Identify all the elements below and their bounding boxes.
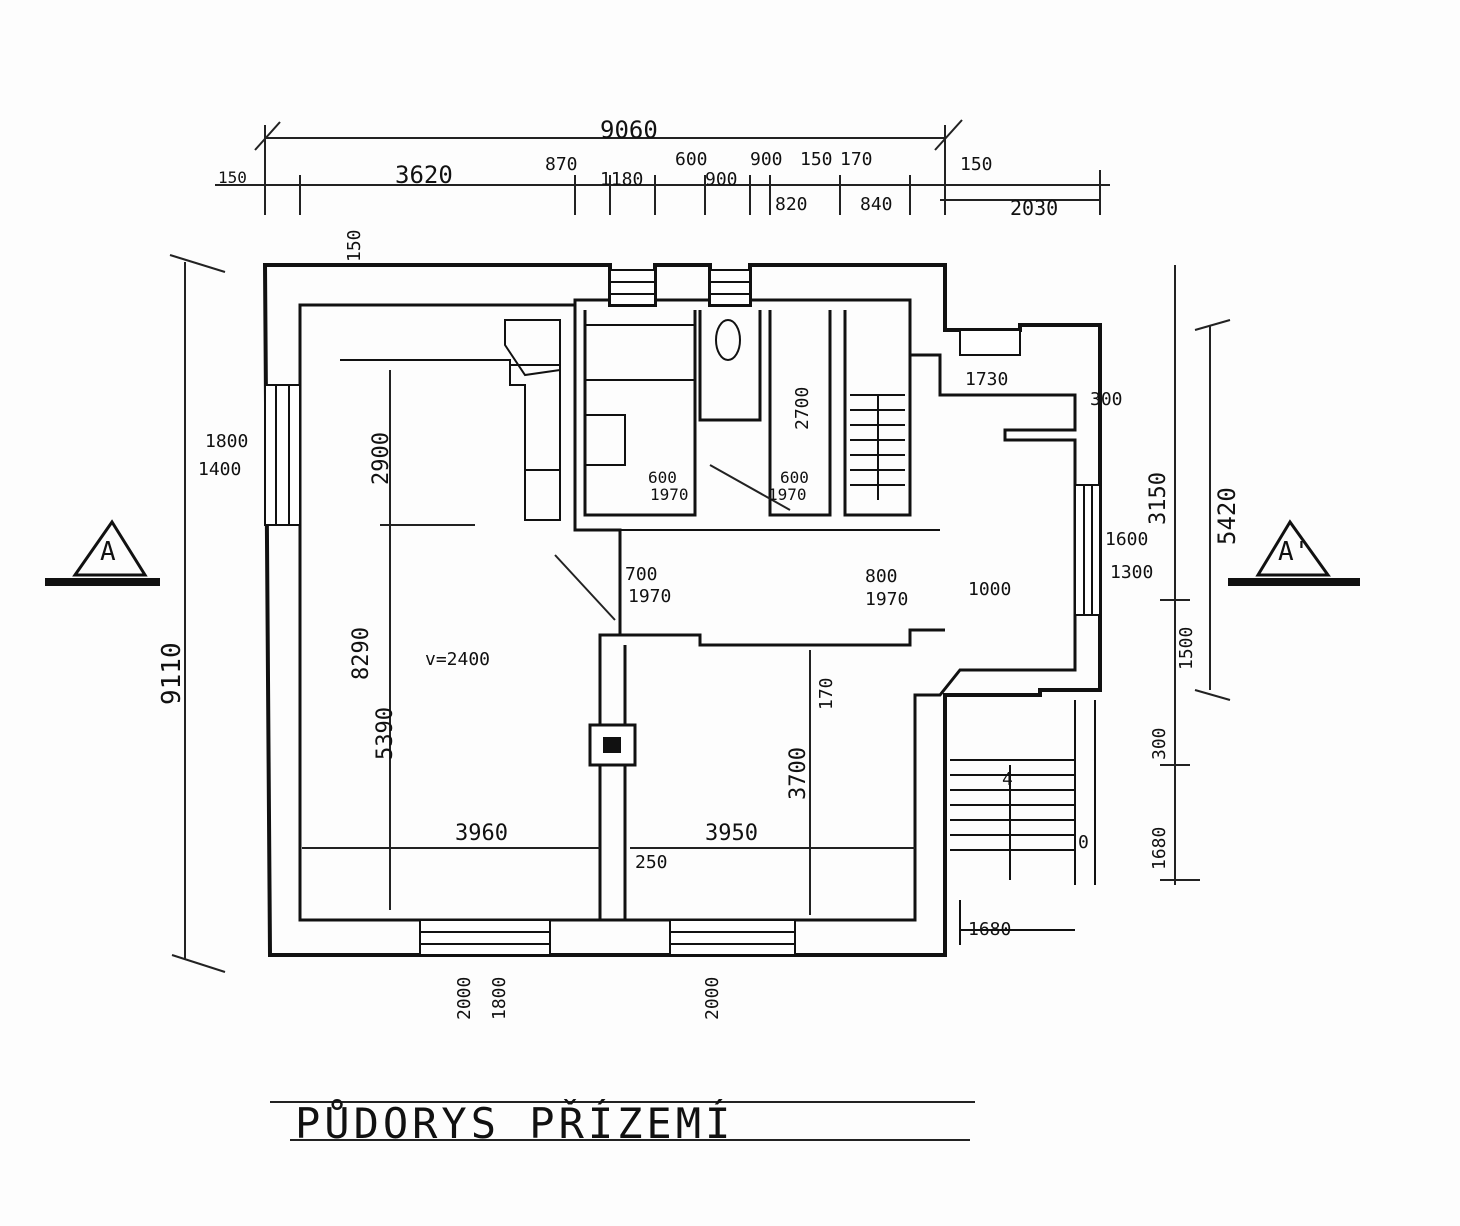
floor-level-label: v=2400 xyxy=(425,649,490,670)
dim-top-8: 170 xyxy=(840,149,873,170)
dim-top-4: 900 xyxy=(705,169,738,190)
bottom-window-0: 2000 xyxy=(454,977,475,1020)
kitchen-counter xyxy=(340,319,561,521)
section-mark-left-label: A xyxy=(100,537,116,567)
entry-dim-0: 1730 xyxy=(965,369,1008,390)
room-right-dim-0: 3950 xyxy=(705,821,758,846)
wc-dim-0: 600 xyxy=(780,468,809,487)
left-dim-0: 1800 xyxy=(205,431,248,452)
exterior-walls xyxy=(262,263,1102,957)
living-dim-2: 5390 xyxy=(373,707,398,760)
right-dim-6: 1680 xyxy=(1149,827,1170,870)
right-bottom-dim: 1680 xyxy=(968,919,1011,940)
right-dimension-lines xyxy=(1160,265,1231,885)
bottom-window-2: 2000 xyxy=(702,977,723,1020)
room-right-dim-1: 3700 xyxy=(786,747,811,800)
dim-top-0: 150 xyxy=(218,168,247,187)
right-dim-2: 1600 xyxy=(1105,529,1148,550)
section-marker-left xyxy=(45,519,160,586)
drawing-title: PŮDORYS PŘÍZEMÍ xyxy=(295,1098,734,1148)
right-dim-3: 1300 xyxy=(1110,562,1153,583)
dim-top-2: 870 xyxy=(545,154,578,175)
bottom-window-1: 1800 xyxy=(489,977,510,1020)
overall-height-label: 9110 xyxy=(157,642,187,705)
entry-dim-1: 300 xyxy=(1090,389,1123,410)
corridor-dim-2: 800 xyxy=(865,566,898,587)
section-mark-right-label: A' xyxy=(1278,537,1309,567)
bathroom-fixtures xyxy=(584,319,741,466)
dim-top-1: 3620 xyxy=(395,161,453,189)
dim-top-6: 900 xyxy=(750,149,783,170)
right-dim-5: 300 xyxy=(1149,727,1170,760)
left-dim-1: 1400 xyxy=(198,459,241,480)
living-dim-0: 2900 xyxy=(369,432,394,485)
dim-top2-2: 2030 xyxy=(1010,196,1058,220)
right-dim-1: 3150 xyxy=(1146,472,1171,525)
stair-number-label: 0 xyxy=(1078,832,1089,853)
room-right-dim-3: 170 xyxy=(816,677,837,710)
section-marker-right xyxy=(1228,519,1360,586)
overall-width-label: 9060 xyxy=(600,116,658,144)
bath-dim-0: 600 xyxy=(648,468,677,487)
exterior-staircase xyxy=(950,700,1096,945)
corridor-dim-1: 1970 xyxy=(628,586,671,607)
corridor-dim-0: 700 xyxy=(625,564,658,585)
stair-arrow-label: 4 xyxy=(1002,769,1013,790)
stair-height-label: 2700 xyxy=(792,387,813,430)
dim-top2-1: 840 xyxy=(860,194,893,215)
corridor-dim-3: 1970 xyxy=(865,589,908,610)
interior-staircase xyxy=(850,394,905,500)
top-dimension-lines xyxy=(215,119,1110,215)
living-dim-3: 3960 xyxy=(455,821,508,846)
left-dimension-lines xyxy=(169,254,226,973)
room-dimension-lines xyxy=(302,370,915,915)
room-right-dim-2: 250 xyxy=(635,852,668,873)
interior-walls xyxy=(573,305,945,920)
dim-top-3: 1180 xyxy=(600,169,643,190)
living-dim-1: 8290 xyxy=(349,627,374,680)
bath-dim-1: 1970 xyxy=(650,485,689,504)
corridor-dim-4: 1000 xyxy=(968,579,1011,600)
left-dim-2: 150 xyxy=(344,229,365,262)
dim-top-5: 600 xyxy=(675,149,708,170)
dim-top2-0: 820 xyxy=(775,194,808,215)
wc-dim-1: 1970 xyxy=(768,485,807,504)
dim-top-7: 150 xyxy=(800,149,833,170)
dim-top-9: 150 xyxy=(960,154,993,175)
right-dim-4: 1500 xyxy=(1176,627,1197,670)
right-dim-0: 5420 xyxy=(1213,487,1241,545)
